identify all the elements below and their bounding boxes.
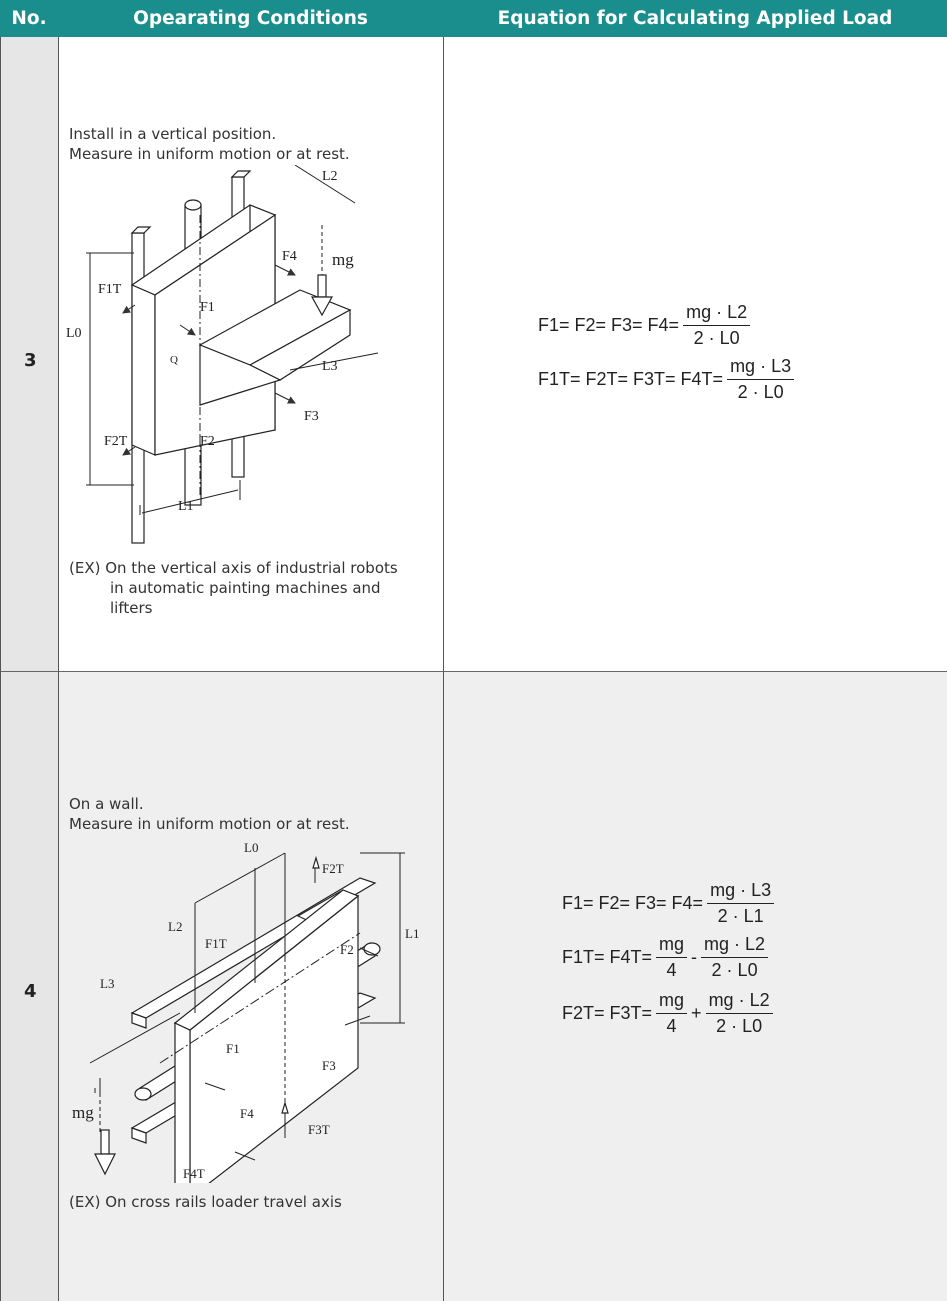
row3-label-F1T: F1T (98, 282, 122, 297)
row3-eq1-denominator: 2 · L0 (693, 328, 740, 348)
row4-label-L0: L0 (244, 840, 258, 855)
row3-label-F3: F3 (304, 409, 319, 424)
row4-label-F2: F2 (340, 942, 354, 957)
row3-number: 3 (24, 350, 37, 371)
row4-number-cell (0, 672, 58, 1301)
row3-example-line3: lifters (110, 599, 153, 617)
row4-label-F2T: F2T (322, 861, 344, 876)
row4-eq3-fraction2: mg · L2 2 · L0 (705, 990, 773, 1037)
row4-eq3-operator: + (691, 1003, 702, 1023)
row3-label-F2T: F2T (104, 434, 128, 449)
row3-label-F2: F2 (200, 434, 215, 449)
row4-label-L2: L2 (168, 919, 182, 934)
row3-label-mg: mg (332, 250, 354, 269)
row4-eq2-operator: - (691, 947, 698, 967)
row4-eq3-numerator1: mg (656, 990, 688, 1014)
row3-label-L2: L2 (322, 169, 338, 184)
row4-label-L1: L1 (405, 926, 419, 941)
row3-equation-1: F1= F2= F3= F4= mg · L2 2 · L0 (538, 302, 754, 349)
row4-eq1-numerator: mg · L3 (707, 880, 775, 904)
row3-equation-2: F1T= F2T= F3T= F4T= mg · L3 2 · L0 (538, 356, 798, 403)
row4-eq2-denominator2: 2 · L0 (711, 960, 758, 980)
row4-eq2-lhs: F1T= F4T= (562, 947, 653, 967)
row3-label-L3: L3 (322, 359, 338, 374)
row3-condition-line1: Install in a vertical position. (69, 125, 277, 143)
row4-condition-line2: Measure in uniform motion or at rest. (69, 815, 350, 833)
row4-label-F3T: F3T (308, 1122, 330, 1137)
row4-eq3-fraction1: mg 4 (656, 990, 688, 1037)
row4-eq2-numerator2: mg · L2 (701, 934, 769, 958)
row4-label-L3: L3 (100, 976, 114, 991)
row4-eq1-lhs: F1= F2= F3= F4= (562, 893, 704, 913)
row3-label-F4: F4 (282, 249, 297, 264)
row3-eq1-lhs: F1= F2= F3= F4= (538, 315, 680, 335)
row3-label-L1: L1 (178, 499, 194, 514)
row4-label-F4T: F4T (183, 1166, 205, 1181)
row3-example-line2: in automatic painting machines and (110, 579, 381, 597)
row3-equation-cell (443, 37, 947, 672)
row4-number: 4 (24, 981, 37, 1002)
row4-label-F1T: F1T (205, 936, 227, 951)
row3-eq1-numerator: mg · L2 (683, 302, 751, 326)
header-equation: Equation for Calculating Applied Load (443, 0, 947, 37)
row4-example-line1: (EX) On cross rails loader travel axis (69, 1193, 342, 1211)
row3-condition-line2: Measure in uniform motion or at rest. (69, 145, 350, 163)
row4-eq1-fraction: mg · L3 2 · L1 (707, 880, 775, 927)
row4-eq2-denominator1: 4 (666, 960, 677, 980)
row4-equation-cell (443, 672, 947, 1301)
row3-example-line1: (EX) On the vertical axis of industrial … (69, 559, 398, 577)
row4-wall-installation-diagram: L0 F2T L1 L2 F1T F2 L3 F1 F3 mg F4 F3T F… (72, 840, 419, 1183)
row3-eq2-fraction: mg · L3 2 · L0 (727, 356, 795, 403)
row4-eq3-lhs: F2T= F3T= (562, 1003, 653, 1023)
row3-number-cell (0, 37, 58, 672)
row4-eq3-denominator2: 2 · L0 (716, 1016, 763, 1036)
row4-label-F1: F1 (226, 1041, 240, 1056)
header-conditions: Opearating Conditions (58, 0, 443, 37)
row4-eq2-numerator1: mg (656, 934, 688, 958)
row3-label-L0: L0 (66, 326, 82, 341)
row4-label-mg: mg (72, 1103, 94, 1122)
row4-eq2-fraction1: mg 4 (656, 934, 688, 981)
row3-eq2-lhs: F1T= F2T= F3T= F4T= (538, 369, 724, 389)
row3-label-F1: F1 (200, 300, 215, 315)
row4-label-F3: F3 (322, 1058, 336, 1073)
row4-label-F4: F4 (240, 1106, 254, 1121)
row4-eq2-fraction2: mg · L2 2 · L0 (701, 934, 769, 981)
header-no: No. (0, 0, 58, 37)
row3-eq2-denominator: 2 · L0 (737, 382, 784, 402)
row4-eq1-denominator: 2 · L1 (717, 906, 764, 926)
row4-equation-2: F1T= F4T= mg 4 - mg · L2 2 · L0 (562, 934, 772, 981)
row3-eq2-numerator: mg · L3 (727, 356, 795, 380)
row3-label-Q: Q (170, 354, 178, 366)
row3-eq1-fraction: mg · L2 2 · L0 (683, 302, 751, 349)
row4-condition-line1: On a wall. (69, 795, 144, 813)
row4-eq3-numerator2: mg · L2 (705, 990, 773, 1014)
row4-eq3-denominator1: 4 (666, 1016, 677, 1036)
row4-equation-1: F1= F2= F3= F4= mg · L3 2 · L1 (562, 880, 778, 927)
row4-equation-3: F2T= F3T= mg 4 + mg · L2 2 · L0 (562, 990, 777, 1037)
row3-vertical-installation-diagram: L2 mg F4 F1T F1 L0 Q L3 F3 F2T F2 L1 (66, 165, 379, 544)
